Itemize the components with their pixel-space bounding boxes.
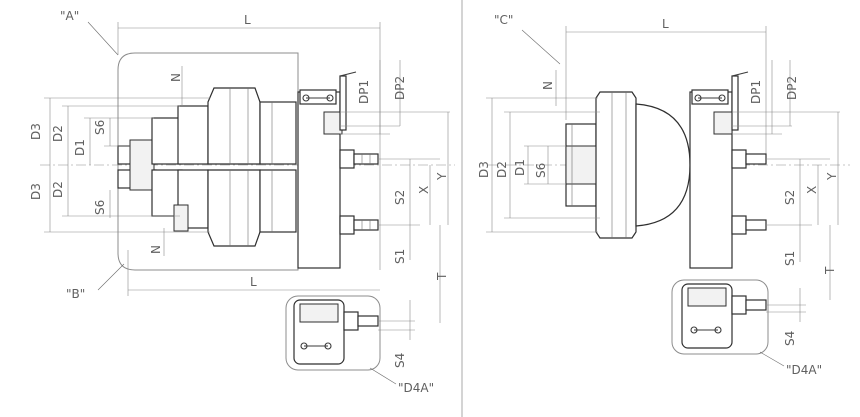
label-d3-lower: D3 bbox=[29, 183, 43, 200]
label-l-top: L bbox=[244, 13, 251, 27]
housing-lower bbox=[259, 169, 297, 233]
leader-a bbox=[87, 21, 119, 56]
label-s2-right: S2 bbox=[783, 190, 797, 205]
label-n-lower: N bbox=[149, 245, 163, 254]
disk-right bbox=[595, 91, 637, 239]
label-s2: S2 bbox=[393, 190, 407, 205]
label-s1-right: S1 bbox=[783, 251, 797, 266]
label-s1: S1 bbox=[393, 249, 407, 264]
label-y: Y bbox=[435, 172, 449, 181]
flange-lower bbox=[207, 169, 261, 247]
dome-right bbox=[635, 103, 691, 227]
label-d2-upper: D2 bbox=[51, 125, 65, 142]
label-dp1-right: DP1 bbox=[749, 80, 763, 104]
label-d4a-right: "D4A" bbox=[786, 363, 822, 377]
label-n-right: N bbox=[541, 81, 555, 90]
label-d3-upper: D3 bbox=[29, 123, 43, 140]
label-t: T bbox=[435, 272, 449, 281]
outline-box-d4a-right bbox=[671, 279, 769, 355]
label-s4-right: S4 bbox=[783, 331, 797, 346]
leader-b bbox=[97, 263, 125, 291]
housing-upper bbox=[259, 101, 297, 165]
label-view-b: "B" bbox=[66, 287, 85, 301]
left-view: "A" "B" L L bbox=[29, 9, 455, 395]
label-l-right: L bbox=[662, 17, 669, 31]
label-s6-lower: S6 bbox=[93, 200, 107, 215]
label-n-upper: N bbox=[169, 73, 183, 82]
label-s6-upper: S6 bbox=[93, 120, 107, 135]
label-dp2: DP2 bbox=[393, 76, 407, 100]
label-d1-right: D1 bbox=[513, 159, 527, 176]
flange-upper bbox=[207, 87, 261, 165]
label-dp2-right: DP2 bbox=[785, 76, 799, 100]
label-y-right: Y bbox=[825, 172, 839, 181]
outline-box-d4a-left bbox=[285, 295, 381, 371]
label-d2-right: D2 bbox=[495, 161, 509, 178]
right-view: "C" L bbox=[477, 13, 850, 377]
label-t-right: T bbox=[823, 266, 837, 275]
fitting-lower-right bbox=[731, 215, 767, 235]
hub-upper bbox=[151, 117, 183, 165]
leader-c bbox=[521, 29, 561, 65]
label-view-c: "C" bbox=[494, 13, 513, 27]
fitting-lower bbox=[339, 215, 379, 235]
outline-box-ab bbox=[117, 52, 299, 271]
label-s4-left: S4 bbox=[393, 353, 407, 368]
label-x: X bbox=[417, 186, 431, 194]
label-dp1: DP1 bbox=[357, 80, 371, 104]
label-view-a: "A" bbox=[60, 9, 79, 23]
label-d4a-left: "D4A" bbox=[398, 381, 434, 395]
label-d1: D1 bbox=[73, 139, 87, 156]
label-d2-lower: D2 bbox=[51, 181, 65, 198]
label-s6-right: S6 bbox=[534, 163, 548, 178]
label-x-right: X bbox=[805, 186, 819, 194]
label-l-bottom: L bbox=[250, 275, 257, 289]
label-d3-right: D3 bbox=[477, 161, 491, 178]
